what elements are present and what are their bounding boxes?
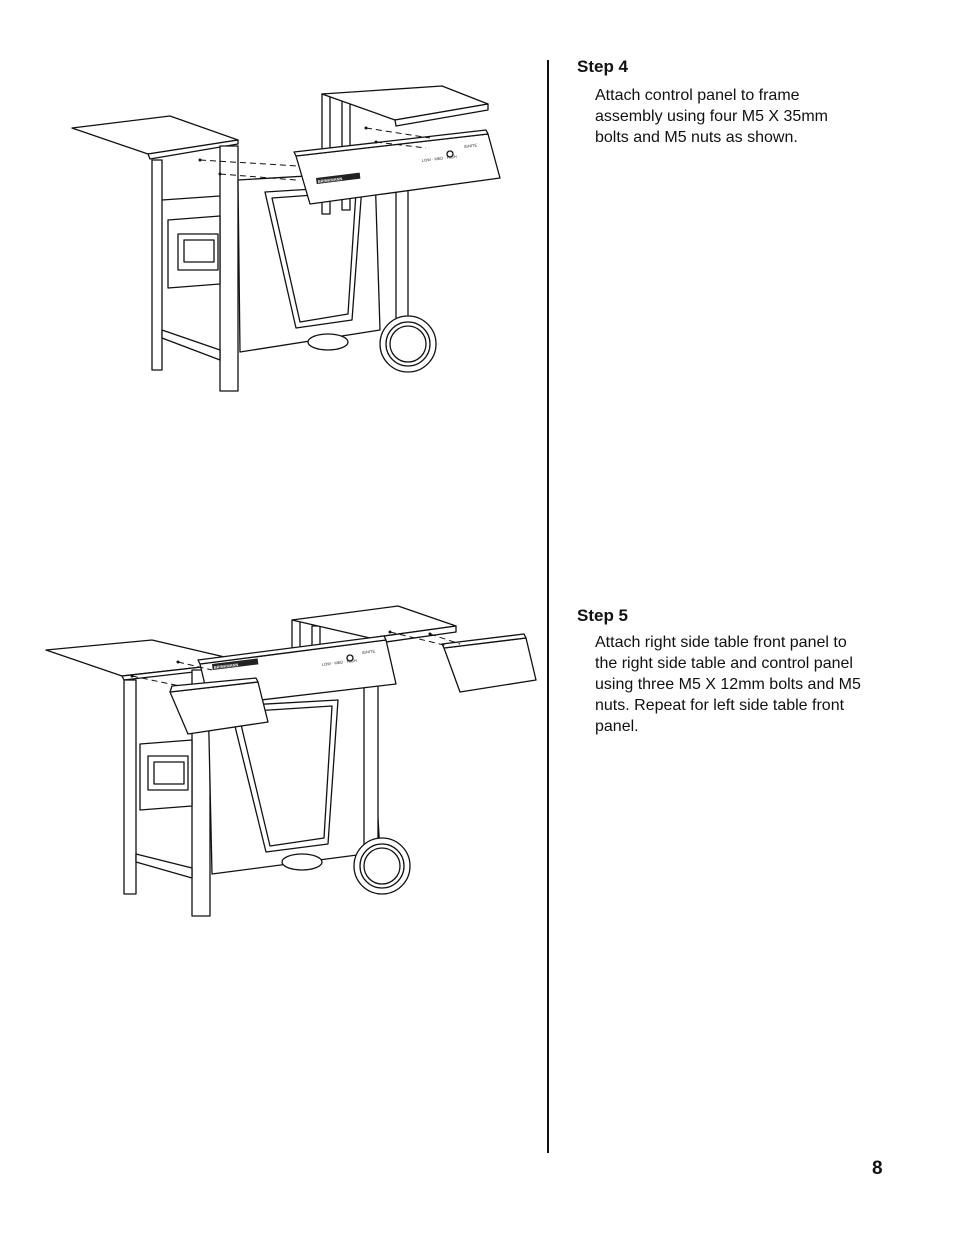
step-4-title: Step 4 bbox=[577, 57, 629, 76]
step5-illustration: BRINKMANN LOW · MED · HIGH IGNITE bbox=[40, 600, 540, 930]
column-divider bbox=[547, 60, 549, 1153]
wheel bbox=[354, 838, 410, 894]
svg-text:LOW · MED · HIGH: LOW · MED · HIGH bbox=[422, 154, 458, 163]
page-number: 8 bbox=[872, 1158, 883, 1179]
svg-text:LOW · MED · HIGH: LOW · MED · HIGH bbox=[322, 658, 358, 667]
svg-text:BRINKMANN: BRINKMANN bbox=[318, 176, 343, 184]
step-4-text: Attach control panel to frame assembly u… bbox=[595, 87, 828, 146]
wheel bbox=[380, 316, 436, 372]
svg-text:IGNITE: IGNITE bbox=[464, 142, 478, 149]
step-5-text: Attach right side table front panel to t… bbox=[595, 634, 861, 735]
svg-text:BRINKMANN: BRINKMANN bbox=[214, 662, 239, 670]
step-5-title: Step 5 bbox=[577, 606, 629, 625]
svg-text:IGNITE: IGNITE bbox=[362, 648, 376, 655]
left-front-leg bbox=[152, 160, 162, 370]
step4-illustration: BRINKMANN LOW · MED · HIGH IGNITE bbox=[60, 80, 520, 400]
